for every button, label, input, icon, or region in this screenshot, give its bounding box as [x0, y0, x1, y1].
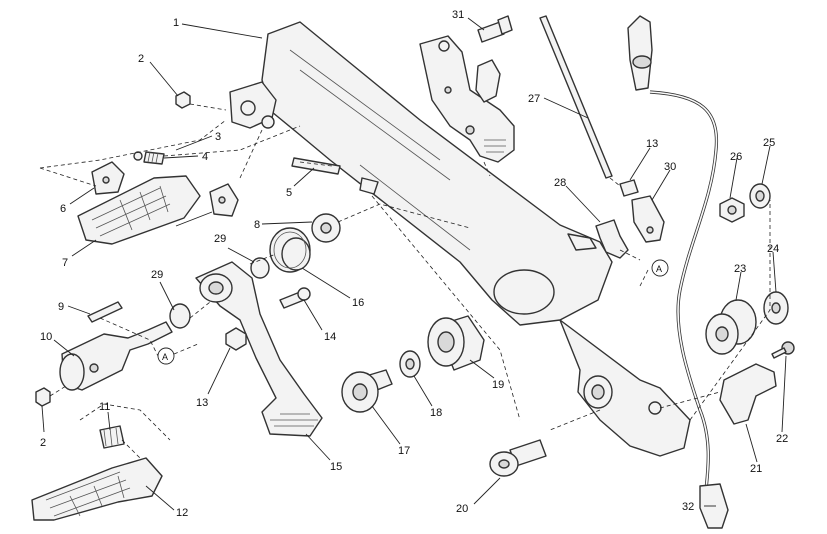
pin-9 — [87, 301, 123, 323]
callout-31: 31 — [452, 9, 464, 21]
pin-5 — [291, 157, 341, 175]
callout-1: 1 — [173, 17, 179, 29]
callout-28: 28 — [554, 177, 566, 189]
brake-master-cylinder — [419, 35, 515, 163]
bracket-21 — [719, 363, 777, 425]
clip-28 — [595, 219, 629, 259]
callout-7: 7 — [62, 257, 68, 269]
callout-9: 9 — [58, 301, 64, 313]
callout-labels: 1 2 3 4 5 6 7 8 29 16 9 29 10 2 11 12 13… — [40, 9, 788, 519]
nut-2-top — [175, 91, 191, 109]
callout-3: 3 — [215, 131, 221, 143]
callout-13-right: 13 — [646, 138, 658, 150]
reference-marker-a-right: A — [651, 259, 669, 277]
bolt-14 — [279, 287, 311, 309]
callout-25: 25 — [763, 137, 775, 149]
bushing-13-right — [619, 179, 639, 197]
plate-6-right — [209, 183, 239, 217]
callout-29-upper: 29 — [214, 233, 226, 245]
reference-marker-a-left: A — [157, 343, 199, 365]
callout-29-lower: 29 — [151, 269, 163, 281]
pedal-lever-15 — [195, 261, 323, 437]
callout-13-left: 13 — [196, 397, 208, 409]
callout-15: 15 — [330, 461, 342, 473]
spacer-23 — [705, 299, 757, 355]
callout-12: 12 — [176, 507, 188, 519]
callout-11: 11 — [99, 401, 110, 413]
bushing-19 — [427, 315, 485, 371]
callout-6-left: 6 — [60, 203, 66, 215]
callout-26: 26 — [730, 151, 742, 163]
leader-lines — [41, 17, 787, 511]
callout-32: 32 — [682, 501, 694, 513]
nut-2-bottom — [35, 387, 51, 407]
callout-21: 21 — [750, 463, 762, 475]
callout-19: 19 — [492, 379, 504, 391]
bracket-30 — [631, 195, 665, 243]
callout-24: 24 — [767, 243, 779, 255]
callout-8: 8 — [254, 219, 260, 231]
footpeg-7 — [77, 175, 201, 245]
spring-16 — [269, 227, 311, 273]
nut-13-left — [225, 327, 247, 351]
pivot-pin-17 — [341, 369, 393, 413]
callout-27: 27 — [528, 93, 540, 105]
assembly-lines — [39, 103, 771, 459]
callout-23: 23 — [734, 263, 746, 275]
plate-6-left — [91, 161, 125, 195]
footpeg-12 — [31, 457, 163, 521]
callout-17: 17 — [398, 445, 410, 457]
washer-8 — [311, 213, 341, 243]
callout-18: 18 — [430, 407, 442, 419]
svg-text:A: A — [162, 352, 168, 362]
callout-20: 20 — [456, 503, 468, 515]
rod-27 — [539, 15, 613, 179]
screw-22 — [771, 341, 795, 359]
sensor-cable — [627, 15, 729, 529]
callout-30: 30 — [664, 161, 676, 173]
oring-29-upper — [250, 257, 270, 279]
spring-4 — [133, 151, 165, 165]
nut-26 — [719, 197, 745, 223]
bolt-31 — [477, 15, 513, 43]
shaft-10 — [59, 321, 173, 391]
main-frame-arm — [229, 21, 691, 457]
washer-25 — [749, 183, 771, 209]
callout-14: 14 — [324, 331, 336, 343]
callout-22: 22 — [776, 433, 788, 445]
oring-29-lower — [169, 303, 191, 329]
bolt-20 — [489, 439, 547, 477]
callout-2-bottom: 2 — [40, 437, 46, 449]
callout-4: 4 — [202, 151, 208, 163]
svg-text:A: A — [656, 264, 662, 274]
washer-18 — [399, 350, 421, 378]
spring-11 — [99, 425, 125, 449]
callout-16: 16 — [352, 297, 364, 309]
callout-10: 10 — [40, 331, 52, 343]
callout-2-top: 2 — [138, 53, 144, 65]
washer-24 — [763, 291, 789, 325]
callout-5: 5 — [286, 187, 292, 199]
